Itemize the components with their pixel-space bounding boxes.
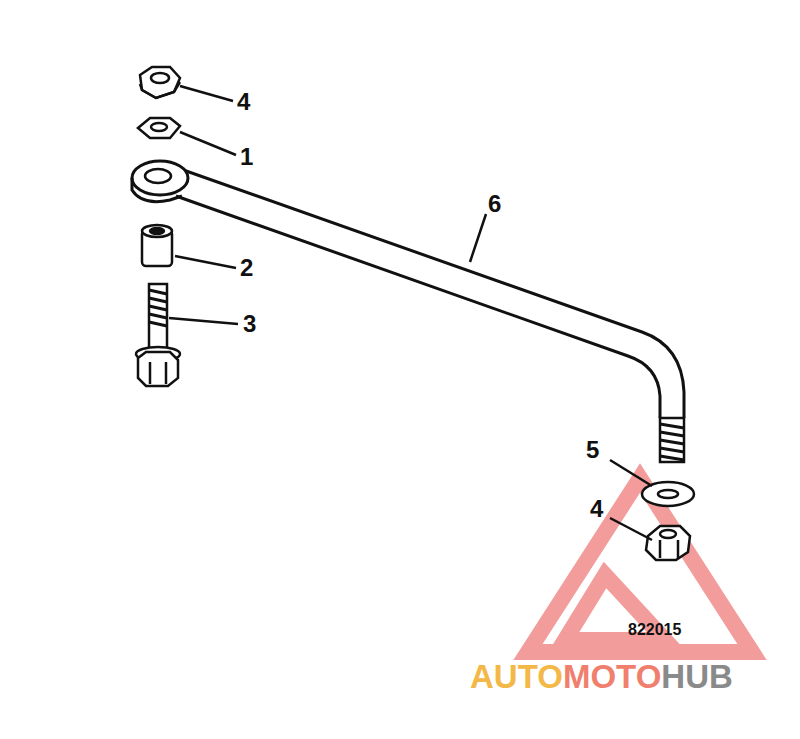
- callout-number: 3: [243, 312, 256, 336]
- callout-number: 2: [240, 256, 253, 280]
- callout-number: 4: [590, 497, 603, 521]
- callout-number: 1: [240, 145, 253, 169]
- leader-lines: [169, 86, 652, 540]
- watermark-text: AUTO: [470, 660, 563, 693]
- watermark-text: HUB: [661, 660, 733, 693]
- callout-number: 4: [237, 90, 250, 114]
- callout-number: 5: [586, 438, 599, 462]
- tie-bar-assembly: [132, 67, 694, 560]
- callout-number: 6: [488, 192, 501, 216]
- figure-number: 822015: [628, 622, 681, 638]
- watermark-logo: [528, 478, 752, 652]
- watermark-text: MOTO: [563, 660, 661, 693]
